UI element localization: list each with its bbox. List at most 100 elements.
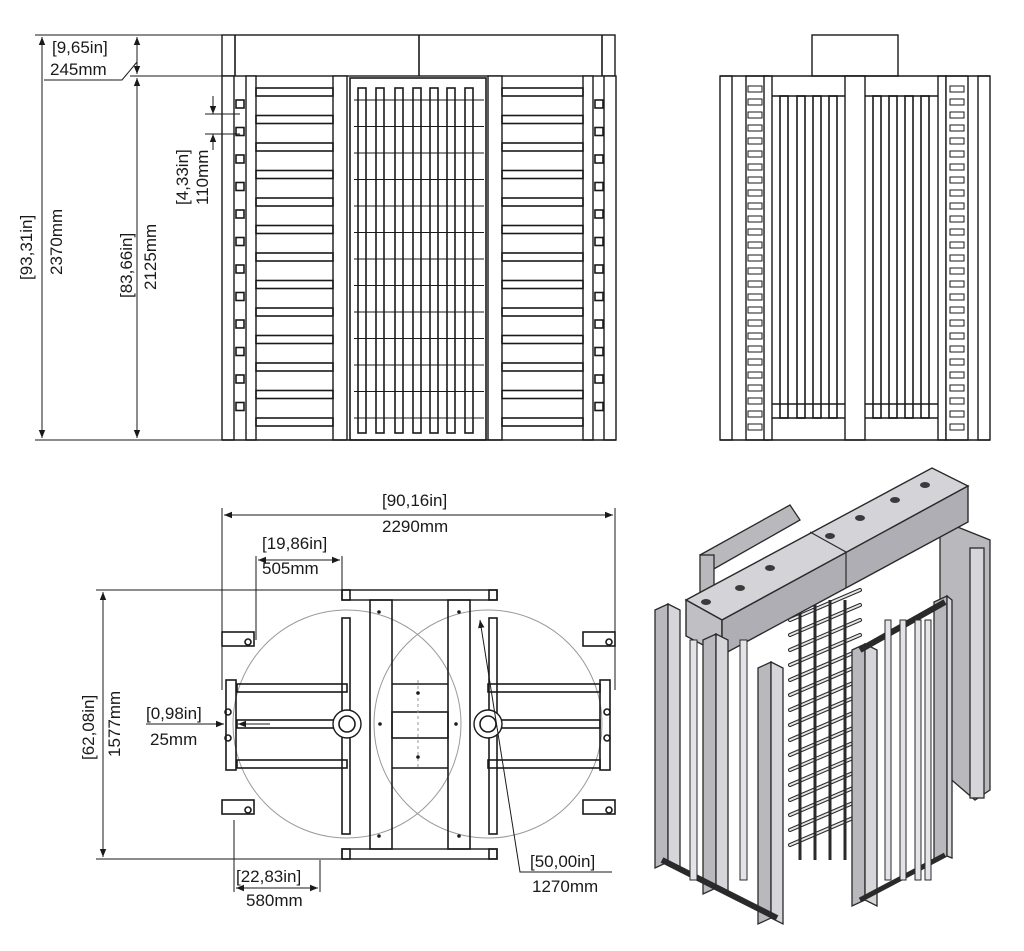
rotor-diameter-mm: 1270mm	[532, 877, 598, 896]
side-tick-right	[949, 254, 965, 262]
front-view	[221, 34, 617, 441]
front-right-outer-post	[603, 75, 617, 441]
front-left-outer-post	[221, 75, 235, 441]
side-tick-left	[747, 98, 763, 106]
front-tick-right	[594, 346, 604, 357]
front-tick-right	[594, 374, 604, 384]
side-tick-right	[949, 228, 965, 236]
side-tick-left	[747, 176, 763, 184]
right-rotor-circle	[373, 609, 603, 839]
side-tick-right	[949, 176, 965, 184]
front-tick-left	[235, 154, 245, 164]
iso-rotor-rung-hl	[789, 784, 861, 816]
side-tick-right	[949, 410, 965, 418]
side-tick-left	[747, 423, 763, 431]
front-rotor-bar	[464, 87, 474, 434]
side-vertical-bars	[779, 95, 930, 419]
front-dimensions: [9,65in] 245mm [93,31in] 2370mm [83,66in…	[17, 34, 240, 441]
side-tick-left	[747, 267, 763, 275]
side-tick-right	[949, 306, 965, 314]
post-gap-mm: 25mm	[150, 730, 197, 749]
plan-bolt-dots	[377, 610, 461, 838]
front-left-bar	[255, 362, 334, 372]
iso-hole	[701, 599, 711, 605]
iso-rotor-bars	[788, 588, 862, 860]
front-left-bar	[255, 169, 334, 180]
front-right-bar	[501, 417, 584, 427]
front-rotor-bars	[354, 87, 484, 434]
side-vertical-bar	[872, 95, 882, 419]
front-left-bar	[255, 279, 334, 290]
side-tick-left	[747, 371, 763, 379]
front-left-bar	[255, 224, 334, 235]
side-tick-left	[747, 137, 763, 145]
bar-pitch-mm: 110mm	[193, 150, 212, 205]
side-tick-left	[747, 163, 763, 171]
side-vertical-bar	[904, 95, 914, 419]
side-vertical-bar	[796, 95, 806, 419]
side-tick-left	[747, 202, 763, 210]
front-right-bar	[501, 197, 584, 207]
front-tick-left	[235, 264, 245, 274]
iso-hole	[920, 482, 930, 488]
side-tick-right	[949, 85, 965, 93]
side-tick-right	[949, 319, 965, 327]
side-vertical-bar	[920, 95, 930, 419]
side-width-mm: 580mm	[246, 891, 303, 910]
side-tick-left	[747, 241, 763, 249]
front-tick-left	[235, 181, 245, 192]
side-tick-left	[747, 124, 763, 132]
bolt-dot	[378, 722, 382, 726]
side-tick-right	[949, 280, 965, 288]
iso-rotor-rung-hl	[789, 769, 861, 801]
side-tick-left	[747, 384, 763, 392]
front-right-bar	[501, 279, 584, 290]
side-view	[719, 34, 991, 441]
side-tick-right	[949, 202, 965, 210]
side-tick-left	[747, 228, 763, 236]
iso-rotor-rung-hl	[789, 589, 861, 621]
post-gap-in: [0,98in]	[146, 704, 202, 723]
isometric-render	[654, 467, 991, 926]
front-left-bar	[255, 114, 334, 125]
lane-width-mm: 505mm	[262, 559, 319, 578]
side-tick-left	[747, 358, 763, 366]
front-rotor-bar	[446, 87, 456, 434]
iso-top-holes	[701, 482, 930, 605]
front-left-bar	[255, 334, 334, 345]
side-tick-right	[949, 371, 965, 379]
front-rotor-bar	[357, 87, 367, 434]
iso-hole	[765, 565, 775, 571]
side-tick-left	[747, 280, 763, 288]
total-height-mm: 2370mm	[47, 209, 66, 275]
front-rotor-bar	[412, 87, 422, 434]
side-tick-left	[747, 332, 763, 340]
iso-hole	[825, 533, 835, 539]
iso-left-frame-bars	[689, 639, 748, 881]
side-tick-left	[747, 410, 763, 418]
front-right-bar	[501, 142, 584, 152]
iso-rotor-rung-hl	[789, 619, 861, 651]
side-tick-right	[949, 332, 965, 340]
front-right-bar	[501, 334, 584, 345]
front-tick-right	[594, 264, 604, 274]
iso-right-vertical	[884, 619, 892, 881]
rotor-diameter-in: [50,00in]	[530, 852, 595, 871]
front-tick-right	[594, 99, 604, 109]
side-tick-right	[949, 267, 965, 275]
front-tick-left	[235, 374, 245, 384]
side-tick-left	[747, 254, 763, 262]
side-tick-right	[949, 397, 965, 405]
top-height-in: [9,65in]	[52, 38, 108, 57]
bolt-dot	[377, 610, 381, 614]
bolt-dot	[457, 834, 461, 838]
side-tick-right	[949, 150, 965, 158]
side-vertical-bar	[888, 95, 898, 419]
plan-view	[221, 589, 616, 860]
iso-hole	[890, 497, 900, 503]
side-tick-right	[949, 345, 965, 353]
total-width-mm: 2290mm	[382, 517, 448, 536]
bar-pitch-in: [4,33in]	[173, 149, 192, 205]
side-tick-left	[747, 189, 763, 197]
iso-rotor-rung-hl	[789, 814, 861, 846]
